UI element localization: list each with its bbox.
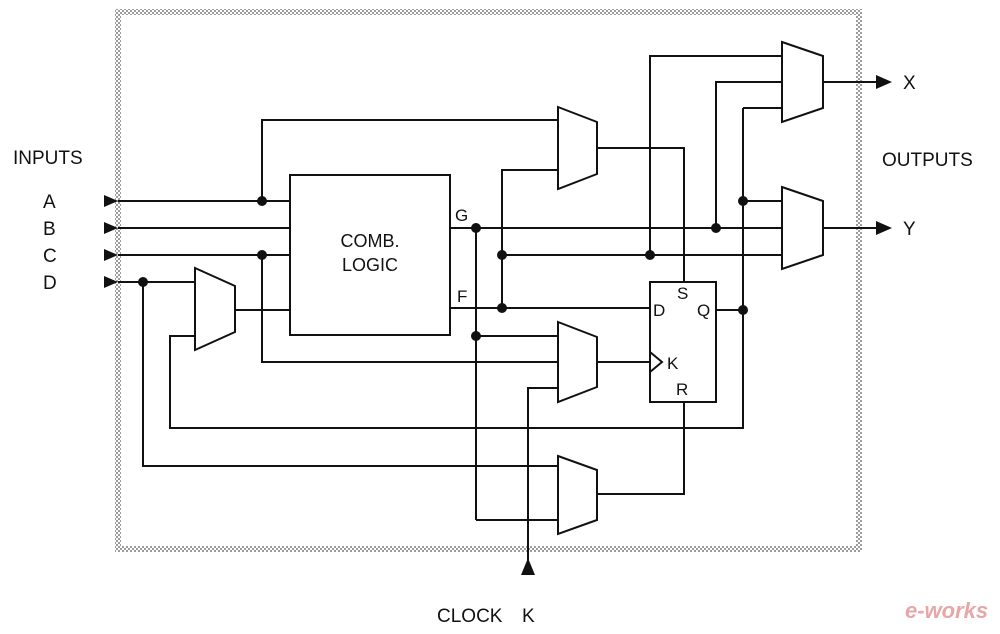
mux-middle [557,320,598,404]
comb-logic-line1: COMB. [340,231,399,251]
output-label-x: X [903,73,916,94]
input-arrows [104,195,118,288]
logic-output-f-label: F [457,287,467,306]
ff-pin-d: D [653,301,665,320]
flip-flop-clock-triangle [649,351,664,373]
ff-pin-k: K [667,354,679,373]
mux-output-x [781,40,824,124]
ff-pin-q: Q [697,301,710,320]
output-label-y: Y [903,219,916,240]
input-label-c: C [43,246,57,267]
wires [118,55,878,575]
multiplexers [194,40,824,536]
clock-label: CLOCK [437,606,503,627]
clock-arrow [521,558,535,575]
input-label-d: D [43,273,57,294]
comb-logic-block [289,174,451,336]
outputs-title: OUTPUTS [882,150,973,171]
cell-boundary [115,9,862,552]
inputs-title: INPUTS [13,148,83,169]
mux-bottom [557,454,598,536]
ff-pin-r: R [676,380,688,399]
input-label-a: A [43,192,56,213]
watermark-logo: e-works [905,598,988,623]
ff-pin-s: S [677,284,688,303]
comb-logic-line2: LOGIC [342,255,398,275]
clock-pin-label: K [522,606,535,627]
mux-output-y [781,185,824,271]
junction-dots [138,196,748,341]
flip-flop [649,281,717,403]
logic-output-g-label: G [455,206,468,225]
input-label-b: B [43,219,56,240]
output-arrows [876,75,892,235]
mux-input-d [194,266,236,352]
mux-top [557,105,598,191]
